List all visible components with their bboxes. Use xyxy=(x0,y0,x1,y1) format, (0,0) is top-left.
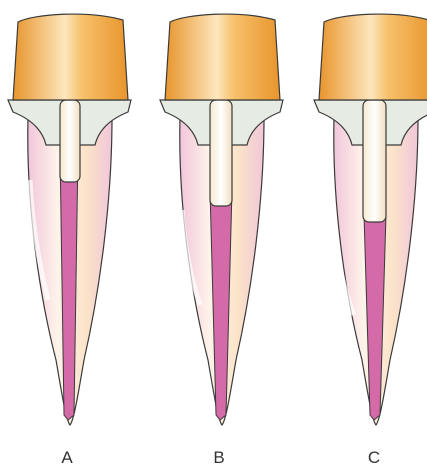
crown xyxy=(165,14,280,100)
tooth-b xyxy=(160,14,283,425)
tooth-a xyxy=(8,14,131,425)
panel-label-a: A xyxy=(47,448,87,468)
post xyxy=(60,100,80,182)
crown xyxy=(319,14,427,100)
post xyxy=(363,100,386,222)
panel-label-c: C xyxy=(354,448,394,468)
post xyxy=(210,100,232,206)
tooth-c xyxy=(314,14,427,425)
crown xyxy=(13,14,128,100)
panel-label-b: B xyxy=(199,448,239,468)
